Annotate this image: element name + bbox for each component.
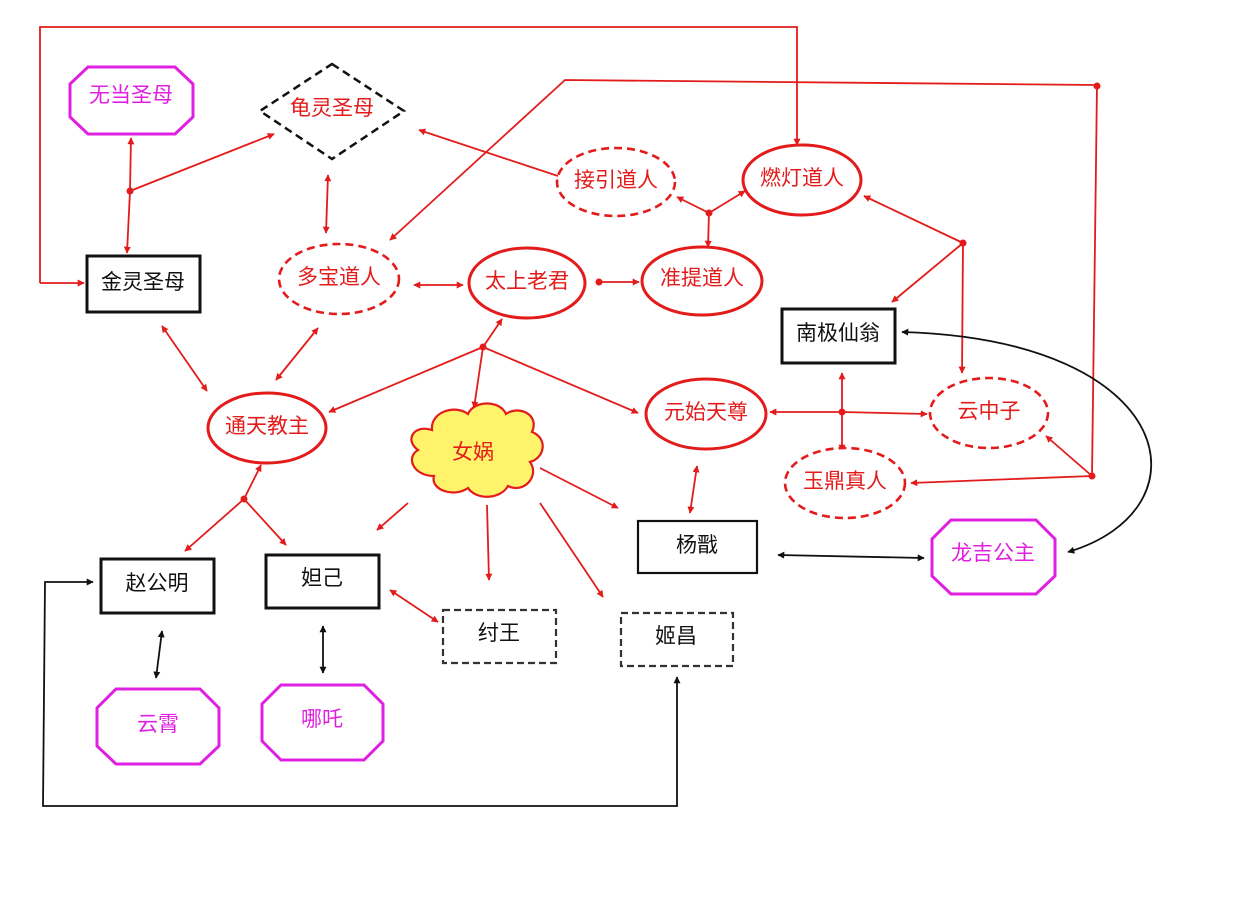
node-yangjian-label: 杨戬 [676, 533, 718, 557]
node-jichang-label: 姬昌 [655, 624, 697, 648]
node-nezha-label: 哪吒 [301, 707, 343, 731]
edge-border-randeng [39, 26, 801, 283]
edge-rail-duobao [389, 79, 1098, 241]
edge-jct4-yuanshi [482, 346, 639, 414]
node-taishang-label: 太上老君 [485, 269, 569, 293]
edge-guiling-duobao [322, 174, 332, 234]
node-guiling[interactable]: 龟灵圣母 [257, 62, 407, 161]
node-randeng[interactable]: 燃灯道人 [741, 143, 863, 217]
edge-jct2-randeng [708, 190, 746, 214]
edge-jct-wudang [127, 137, 135, 192]
edge-jct-guiling [129, 133, 275, 192]
edge-jct6-tongtian [243, 464, 262, 500]
edge-rail [1091, 84, 1098, 477]
edge-jct3-yunzhongzi [958, 242, 966, 374]
node-tongtian[interactable]: 通天教主 [206, 391, 328, 465]
edge-guiling-jieyin [418, 128, 565, 180]
edge-nanji-longji [901, 328, 1152, 554]
edge-nuwa-yangjian [539, 467, 619, 509]
edge-nuwa-jichang [539, 502, 604, 598]
node-guiling-label: 龟灵圣母 [290, 96, 374, 120]
node-randeng-label: 燃灯道人 [760, 166, 844, 190]
junction-dot [1093, 82, 1101, 90]
cloud-icon [410, 402, 544, 498]
edge-jct6-daji [243, 498, 287, 546]
node-yuding-label: 玉鼎真人 [803, 469, 887, 493]
node-zhouwang[interactable]: 纣王 [441, 608, 558, 665]
edge-rail-yuding [910, 475, 1093, 487]
edge-zhaogongming-yunxiao [153, 630, 165, 679]
node-duobao-label: 多宝道人 [297, 265, 381, 289]
junction-dot [838, 408, 846, 416]
edge-jct2-jieyin [676, 196, 710, 214]
node-zhunti-label: 准提道人 [660, 266, 744, 290]
node-yuanshi[interactable]: 元始天尊 [644, 377, 768, 451]
edge-nuwa-zhouwang [485, 504, 493, 581]
edge-jct5-yunzhongzi [841, 410, 928, 418]
node-zhaogongming[interactable]: 赵公明 [99, 557, 216, 615]
edge-jct4-taishang [482, 318, 503, 348]
node-zhaogongming-label: 赵公明 [126, 571, 189, 595]
edge-jct2-zhunti [704, 212, 712, 248]
node-longji-label: 龙吉公主 [951, 541, 1035, 565]
edge-yuanshi-yangjian [687, 465, 700, 514]
edge-duobao-tongtian [275, 327, 319, 381]
edge-jct4-nuwa [471, 346, 484, 409]
node-nanji[interactable]: 南极仙翁 [780, 307, 897, 365]
edge-jichang-zhaogongming [42, 578, 681, 807]
junction-dot [959, 239, 967, 247]
node-nuwa[interactable]: 女娲 [410, 402, 544, 498]
edge-jinling-tongtian [161, 325, 208, 392]
node-longji[interactable]: 龙吉公主 [930, 518, 1057, 596]
node-jieyin-label: 接引道人 [574, 168, 658, 192]
node-wudang-label: 无当圣母 [89, 83, 173, 107]
edge-jct6-zhaogongming [184, 498, 245, 552]
node-yunzhongzi-label: 云中子 [958, 399, 1021, 423]
junction-dot [705, 209, 713, 217]
junction-dot [595, 278, 603, 286]
node-jieyin[interactable]: 接引道人 [555, 146, 677, 218]
node-zhunti[interactable]: 准提道人 [640, 245, 764, 317]
node-yunxiao-label: 云霄 [137, 712, 179, 736]
edge-jct-jinling [123, 190, 131, 254]
node-yunzhongzi[interactable]: 云中子 [928, 376, 1050, 450]
edge-yangjian-longji [777, 551, 925, 562]
node-daji[interactable]: 妲己 [264, 553, 381, 610]
edge-rail-yunzhongzi [1045, 435, 1093, 477]
node-yuding[interactable]: 玉鼎真人 [783, 446, 907, 520]
node-nuwa-label: 女娲 [452, 440, 494, 464]
node-nanji-label: 南极仙翁 [796, 321, 880, 345]
node-taishang[interactable]: 太上老君 [467, 246, 587, 320]
node-jinling[interactable]: 金灵圣母 [85, 254, 202, 314]
node-yangjian[interactable]: 杨戬 [636, 519, 759, 575]
edge-jct3-nanji [891, 242, 964, 303]
edge-nuwa-daji [376, 502, 409, 531]
junction-dot [240, 495, 248, 503]
edge-daji-zhouwang [389, 589, 439, 623]
black-connectors [42, 328, 1152, 807]
node-jinling-label: 金灵圣母 [101, 270, 185, 294]
junction-dot [1088, 472, 1096, 480]
node-duobao[interactable]: 多宝道人 [277, 242, 401, 316]
edge-jct3-randeng [863, 195, 964, 244]
node-yuanshi-label: 元始天尊 [664, 400, 748, 424]
node-wudang[interactable]: 无当圣母 [68, 65, 195, 136]
node-zhouwang-label: 纣王 [478, 621, 520, 645]
node-daji-label: 妲己 [301, 566, 343, 590]
node-tongtian-label: 通天教主 [225, 414, 309, 438]
node-jichang[interactable]: 姬昌 [619, 611, 735, 668]
node-yunxiao[interactable]: 云霄 [95, 687, 221, 766]
junction-dots [126, 82, 1101, 503]
edge-jct4-tongtian [328, 346, 484, 413]
junction-dot [479, 343, 487, 351]
node-nezha[interactable]: 哪吒 [260, 683, 385, 762]
junction-dot [126, 187, 134, 195]
